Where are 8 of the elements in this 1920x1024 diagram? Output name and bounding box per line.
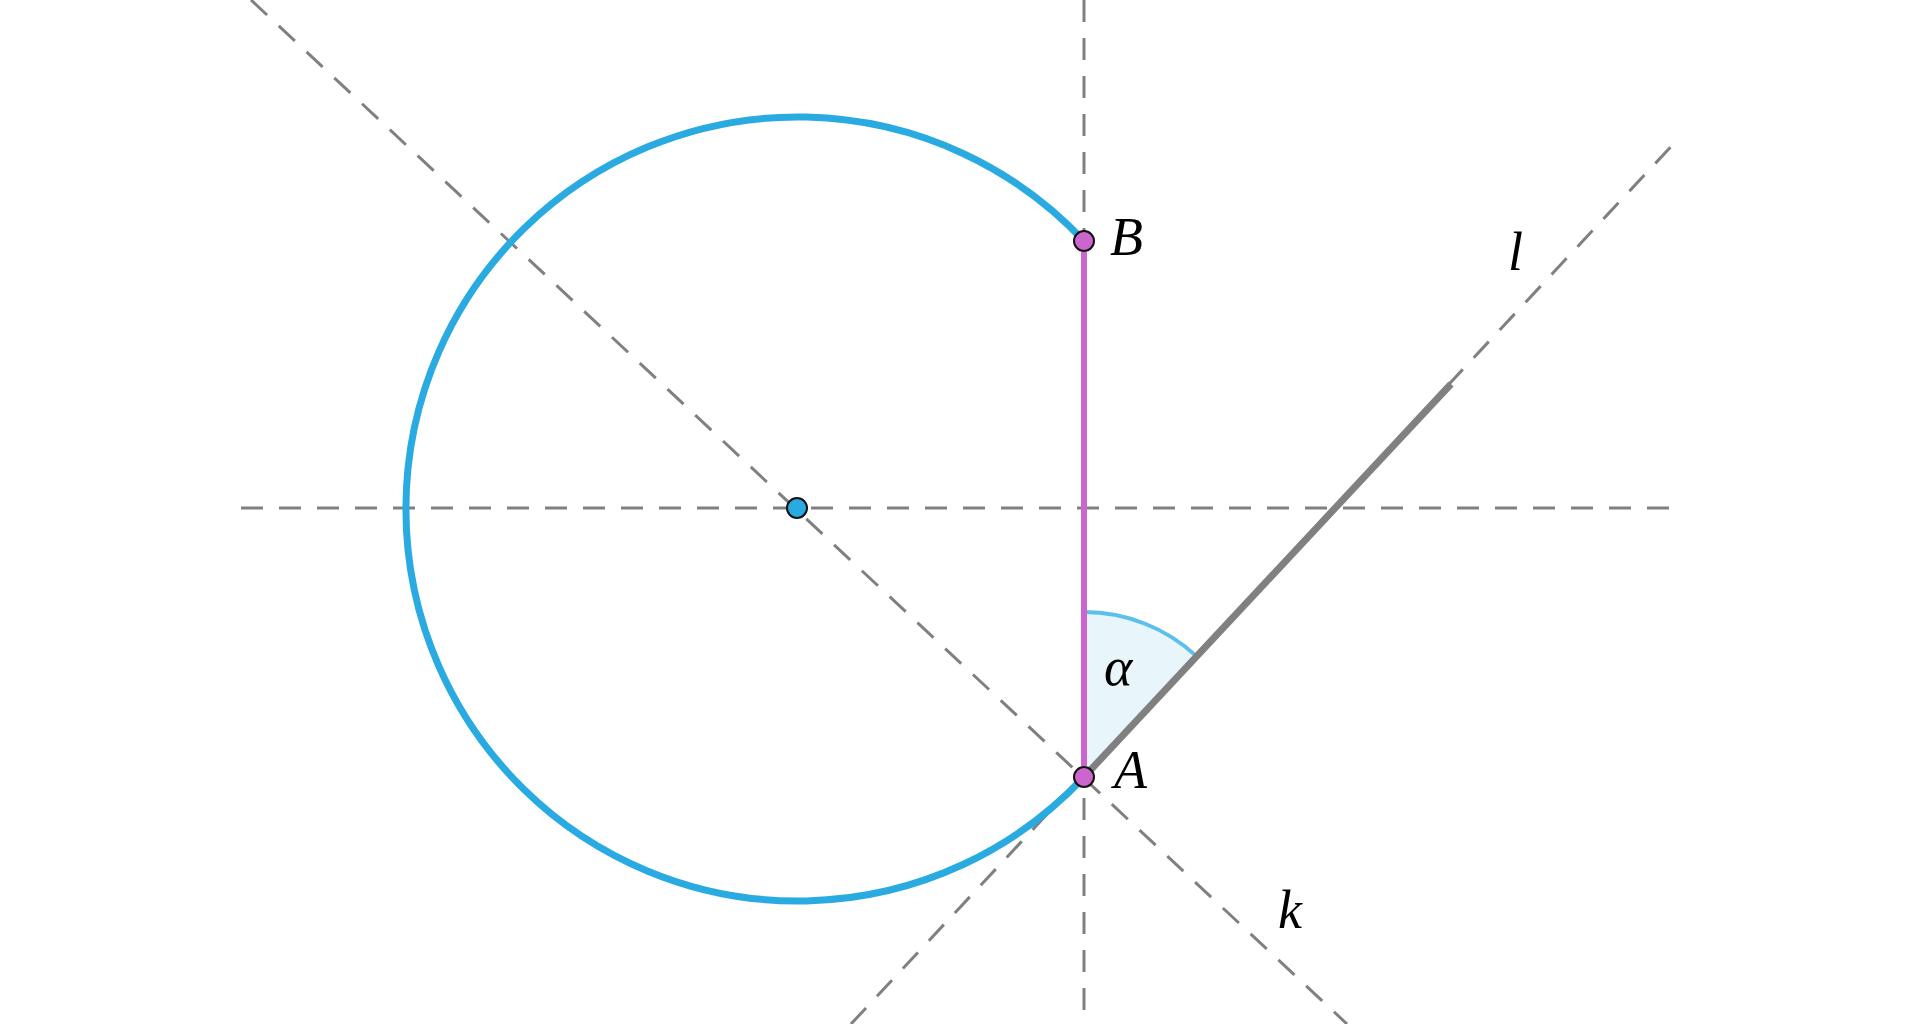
point-marker [1073, 230, 1095, 252]
angle-label: α [1104, 640, 1133, 694]
point-label: B [1110, 210, 1143, 264]
line-segment [1081, 252, 1087, 766]
point-marker [786, 497, 808, 519]
point-marker [1073, 766, 1095, 788]
line-label: l [1508, 225, 1523, 279]
line-label: k [1278, 883, 1302, 937]
